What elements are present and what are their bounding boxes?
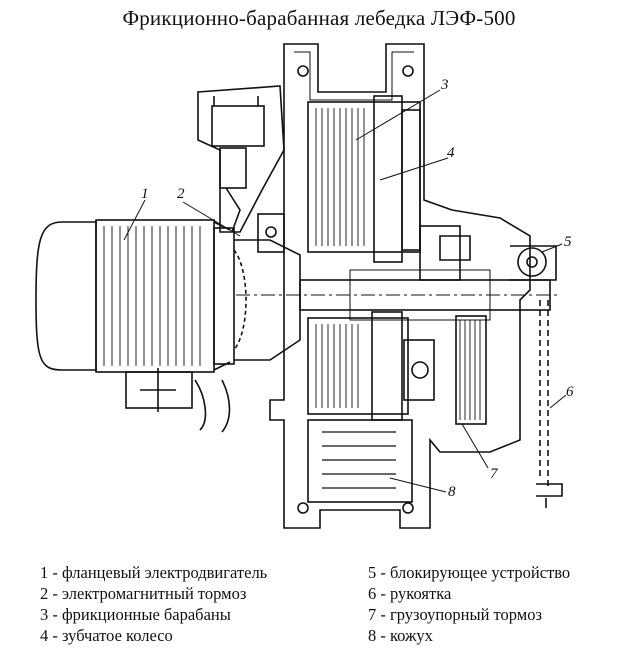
legend-item: 8 - кожух [368, 626, 433, 645]
blocking-device [510, 245, 557, 281]
legend-item: 5 - блокирующее устройство [368, 563, 571, 582]
legend-item: 4 - зубчатое колесо [40, 626, 173, 645]
legend-item: 2 - электромагнитный тормоз [40, 584, 247, 603]
callout-3: 3 [440, 77, 449, 93]
legend-item: 1 - фланцевый электродвигатель [40, 563, 268, 582]
winch-drawing: 1 2 3 4 5 6 7 8 [35, 43, 574, 529]
diagram-title: Фрикционно-барабанная лебедка ЛЭФ-500 [122, 6, 516, 30]
friction-drum-upper [307, 95, 421, 263]
flange-motor [35, 219, 235, 412]
callout-2: 2 [177, 186, 185, 202]
legend-item: 6 - рукоятка [368, 584, 452, 603]
callout-6: 6 [566, 384, 574, 400]
electromagnetic-brake [197, 85, 285, 253]
housing [269, 43, 531, 529]
legend-right: 5 - блокирующее устройство 6 - рукоятка … [368, 562, 570, 646]
callout-5: 5 [564, 234, 572, 250]
cover [307, 419, 413, 503]
legend-item: 3 - фрикционные барабаны [40, 605, 231, 624]
callout-7: 7 [490, 466, 499, 482]
callout-1: 1 [141, 186, 149, 202]
friction-drum-lower [307, 311, 409, 421]
legend-left: 1 - фланцевый электродвигатель 2 - элект… [40, 562, 267, 646]
callout-8: 8 [448, 484, 456, 500]
callout-4: 4 [447, 145, 455, 161]
handle [536, 300, 563, 508]
gear-wheel [403, 225, 487, 425]
legend-item: 7 - грузоупорный тормоз [368, 605, 542, 624]
